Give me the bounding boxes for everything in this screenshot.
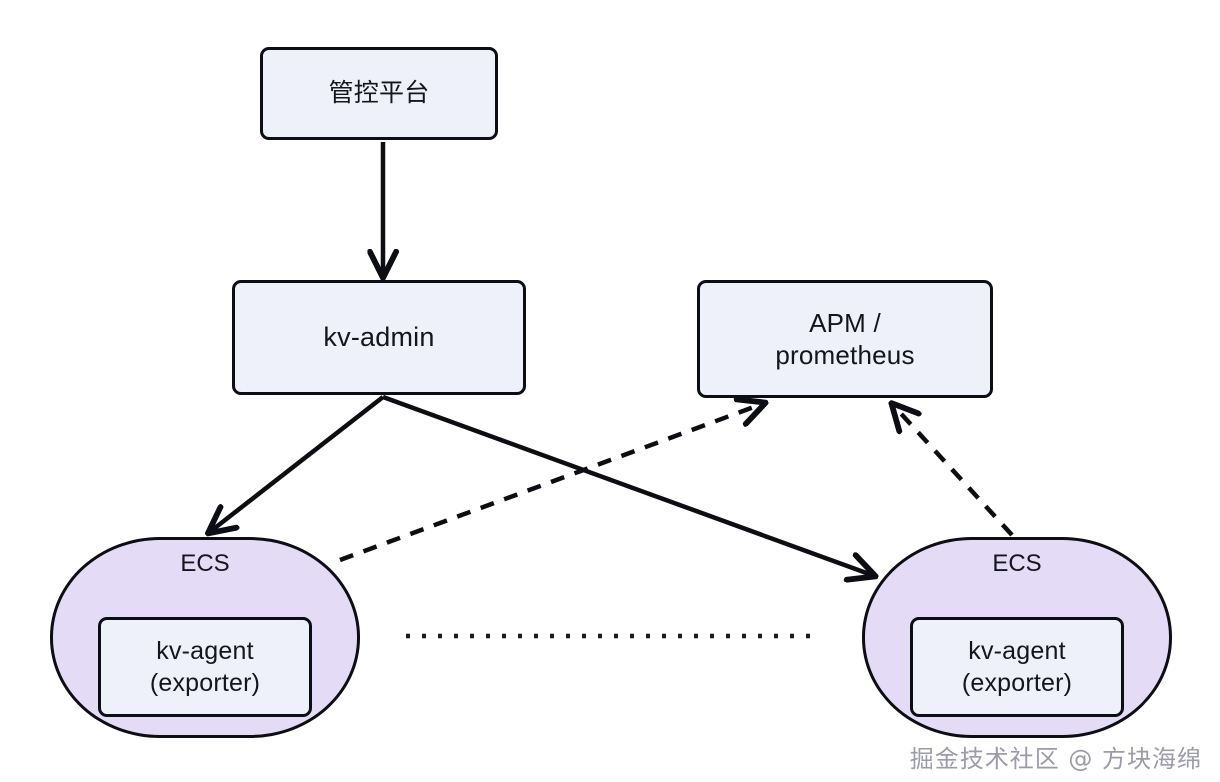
node-kv-agent-right[interactable]: kv-agent (exporter)	[910, 617, 1124, 717]
node-kv-admin[interactable]: kv-admin	[232, 280, 526, 395]
watermark: 掘金技术社区 @ 方块海绵	[909, 745, 1202, 773]
node-control-platform-label: 管控平台	[328, 78, 430, 107]
edge-ecs-left-to-apm	[339, 404, 762, 563]
node-kv-agent-right-label: kv-agent (exporter)	[961, 636, 1073, 698]
node-control-platform[interactable]: 管控平台	[260, 47, 498, 140]
node-apm-prometheus-label: APM / prometheus	[775, 307, 915, 371]
node-apm-prometheus[interactable]: APM / prometheus	[697, 280, 993, 398]
edge-kv-admin-to-ecs-right	[382, 394, 872, 575]
node-kv-agent-left-label: kv-agent (exporter)	[149, 636, 261, 698]
node-ecs-left-label: ECS	[180, 550, 230, 577]
edge-ecs-right-to-apm	[894, 406, 1014, 537]
node-kv-admin-label: kv-admin	[323, 321, 435, 352]
edge-kv-admin-to-ecs-left	[211, 395, 385, 531]
node-ecs-right-label: ECS	[992, 550, 1042, 577]
node-kv-agent-left[interactable]: kv-agent (exporter)	[98, 617, 312, 717]
